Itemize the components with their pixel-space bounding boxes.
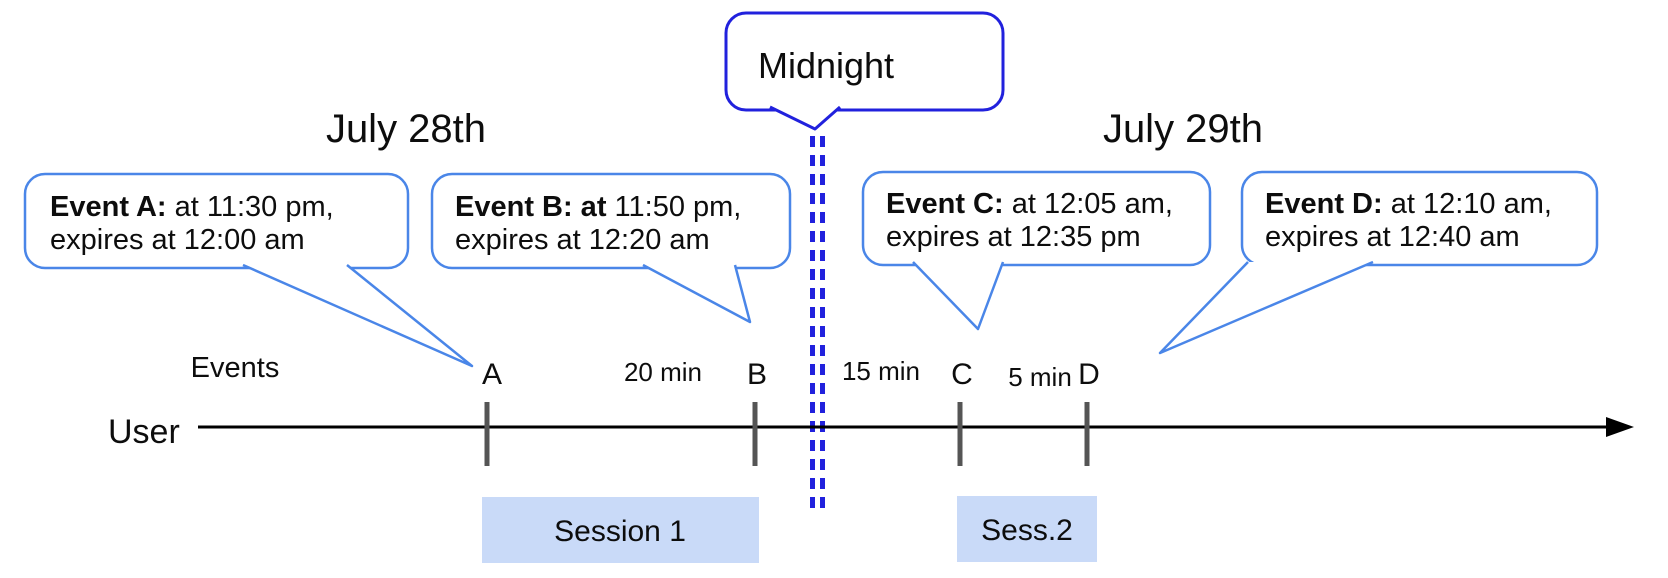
event-b-line2: expires at 12:20 am (455, 224, 710, 256)
event-a-time: at 11:30 pm, (167, 191, 334, 223)
event-b-title: Event B: at (455, 191, 607, 223)
timeline-arrowhead-icon (1606, 417, 1634, 437)
duration-label-20min: 20 min (624, 357, 702, 387)
event-b-tail (642, 263, 752, 324)
event-d-line1: Event D: at 12:10 am, (1265, 188, 1552, 220)
event-a-line1: Event A: at 11:30 pm, (50, 191, 334, 223)
user-axis-label: User (108, 413, 180, 451)
midnight-callout-tail (769, 105, 841, 131)
event-c-callout: Event C: at 12:05 am, expires at 12:35 p… (861, 170, 1212, 331)
event-b-callout: Event B: at 11:50 pm, expires at 12:20 a… (430, 172, 792, 324)
tick-label-a: A (482, 358, 502, 391)
midnight-callout-box (724, 11, 1005, 112)
midnight-label: Midnight (758, 45, 894, 86)
session-1: Session 1 (482, 497, 759, 563)
event-c-tail (912, 261, 1005, 331)
event-a-line2: expires at 12:00 am (50, 224, 305, 256)
event-a-tail (242, 263, 474, 368)
events-axis-label: Events (191, 352, 280, 384)
event-b-line1: Event B: at 11:50 pm, (455, 191, 741, 223)
duration-label-5min: 5 min (1008, 362, 1072, 392)
session-2-label: Sess.2 (981, 514, 1073, 547)
event-c-line2: expires at 12:35 pm (886, 221, 1141, 253)
event-c-title: Event C: (886, 188, 1004, 220)
date-left-label: July 28th (326, 107, 486, 151)
session-1-box (482, 497, 759, 563)
event-a-box (23, 172, 410, 270)
duration-label-15min: 15 min (842, 356, 920, 386)
event-d-time: at 12:10 am, (1383, 188, 1552, 220)
tick-label-b: B (747, 358, 767, 391)
tick-label-c: C (951, 358, 973, 391)
event-c-time: at 12:05 am, (1004, 188, 1173, 220)
tick-label-d: D (1078, 358, 1100, 391)
event-d-line2: expires at 12:40 am (1265, 221, 1520, 253)
event-d-tail (1158, 260, 1374, 355)
event-b-time: 11:50 pm, (606, 191, 741, 223)
date-right-label: July 29th (1103, 107, 1263, 151)
midnight-callout: Midnight (724, 11, 1005, 131)
event-d-box (1240, 170, 1599, 267)
session-1-label: Session 1 (554, 515, 686, 548)
event-b-box (430, 172, 792, 270)
event-a-title: Event A: (50, 191, 167, 223)
event-d-title: Event D: (1265, 188, 1383, 220)
event-c-line1: Event C: at 12:05 am, (886, 188, 1173, 220)
event-d-callout: Event D: at 12:10 am, expires at 12:40 a… (1158, 170, 1599, 355)
event-a-callout: Event A: at 11:30 pm, expires at 12:00 a… (23, 172, 474, 368)
session-2: Sess.2 (957, 496, 1097, 562)
event-c-box (861, 170, 1212, 267)
session-2-box (957, 496, 1097, 562)
